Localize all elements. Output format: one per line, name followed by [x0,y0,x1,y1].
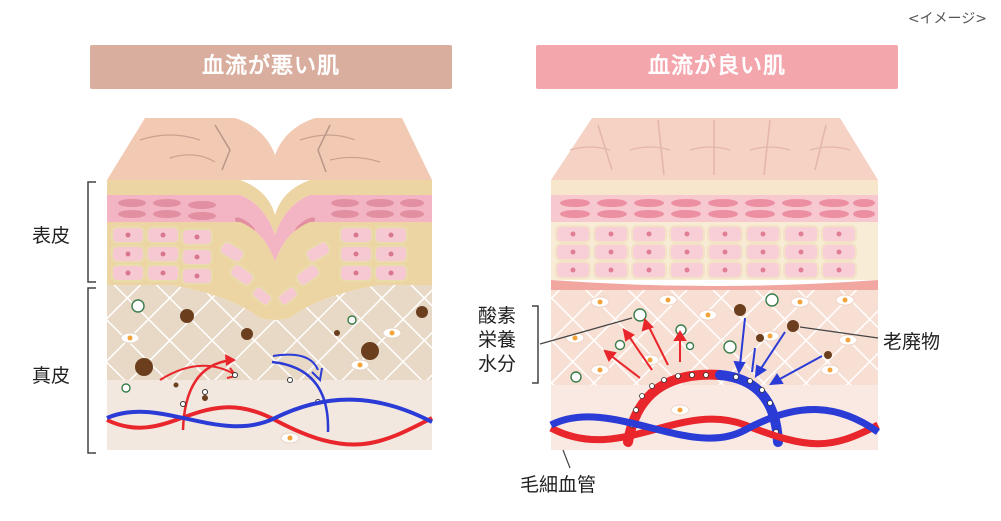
bad-skin-panel [106,118,433,450]
capillary-label: 毛細血管 [520,474,597,496]
bad-skin-title: 血流が悪い肌 [90,45,452,89]
nutrients-label-oxygen: 酸素 [478,305,517,327]
nutrients-label-nutrition: 栄養 [478,329,517,351]
nutrients-label-water: 水分 [478,353,517,375]
good-skin-panel [549,118,881,450]
nutrients-bracket [532,305,539,384]
dermis-bracket [87,287,96,454]
good-waste-particles [734,304,832,359]
waste-label: 老廃物 [883,331,941,353]
good-nutrient-particles [570,293,779,383]
nutrients-leader [539,317,633,345]
dermis-label: 真皮 [32,365,71,387]
good-skin-title: 血流が良い肌 [536,45,898,89]
bad-waste-particles [135,306,428,401]
image-note: <イメージ> [907,11,987,27]
epidermis-label: 表皮 [32,225,71,247]
epidermis-bracket [87,181,96,283]
nutrients-label: 酸素 栄養 水分 [478,304,516,376]
capillary-leader [562,449,571,469]
waste-leader [799,326,879,339]
